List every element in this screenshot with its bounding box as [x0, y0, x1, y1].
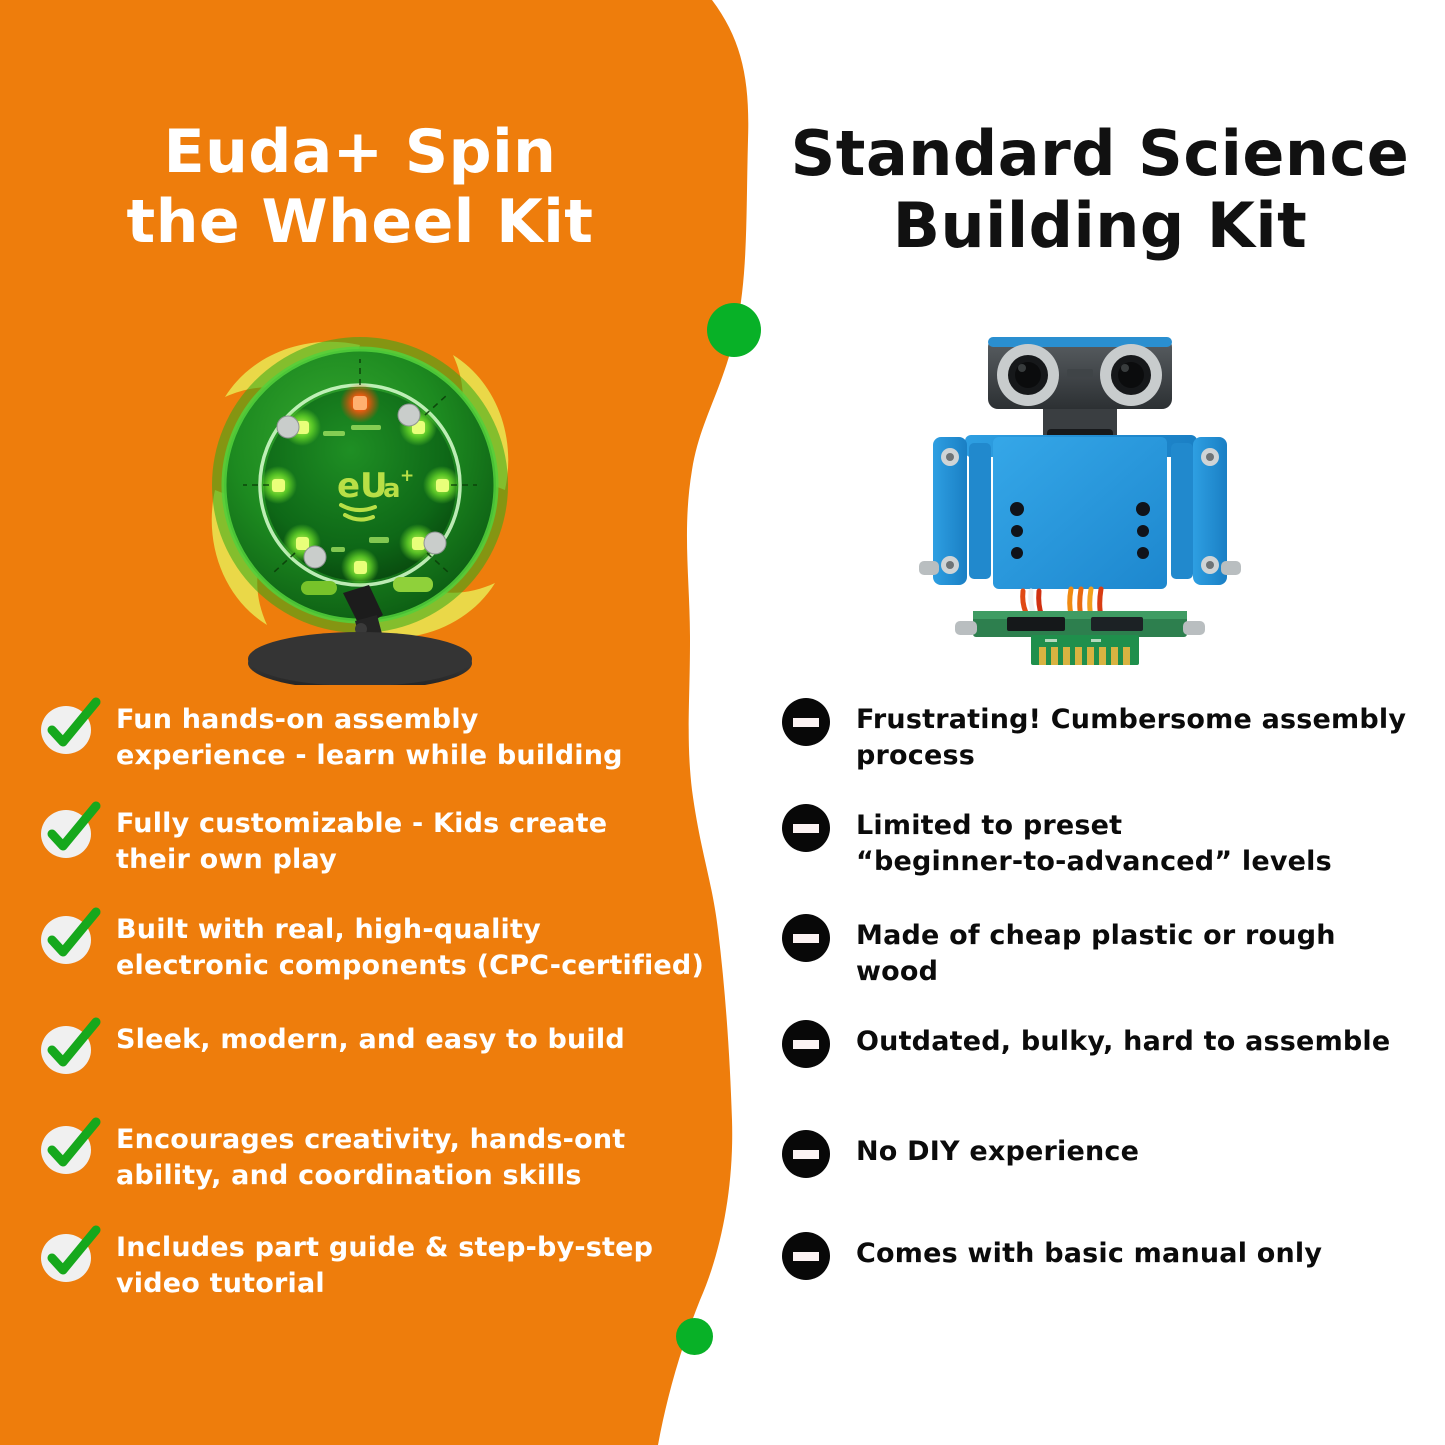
right-product-image: [895, 325, 1265, 675]
list-item-label: Comes with basic manual only: [856, 1236, 1422, 1272]
list-item-line: Frustrating! Cumbersome assembly: [856, 704, 1407, 735]
minus-circle-icon: [782, 1130, 830, 1178]
list-item: No DIY experience: [782, 1130, 1422, 1178]
minus-circle-icon: [782, 804, 830, 852]
left-title-line-2: the Wheel Kit: [126, 186, 594, 257]
list-item: Comes with basic manual only: [782, 1232, 1422, 1280]
list-item-label: Includes part guide & step-by-step video…: [116, 1230, 712, 1302]
list-item: Made of cheap plastic or rough wood: [782, 914, 1422, 990]
list-item: Limited to preset “beginner-to-advanced”…: [782, 804, 1422, 880]
list-item-line: Fully customizable - Kids create: [116, 808, 608, 839]
minus-circle-icon: [782, 1232, 830, 1280]
svg-text:a: a: [383, 474, 401, 504]
list-item-label: Built with real, high-quality electronic…: [116, 912, 712, 984]
right-title-line-2: Building Kit: [892, 188, 1308, 262]
list-item-line: Comes with basic manual only: [856, 1238, 1323, 1269]
right-product-title: Standard Science Building Kit: [760, 118, 1440, 262]
left-title-line-1: Euda+ Spin: [163, 117, 557, 187]
list-item-label: Encourages creativity, hands-ont ability…: [116, 1122, 712, 1194]
list-item-line: “beginner-to-advanced” levels: [856, 846, 1332, 878]
list-item-line: Limited to preset: [856, 810, 1123, 841]
minus-circle-icon: [782, 914, 830, 962]
right-title-line-1: Standard Science: [790, 117, 1410, 190]
check-circle-icon: [40, 1017, 101, 1076]
list-item-line: ability, and coordination skills: [116, 1160, 582, 1192]
list-item-line: Outdated, bulky, hard to assemble: [856, 1026, 1391, 1057]
list-item-line: Made of cheap plastic or rough wood: [856, 920, 1336, 988]
list-item-label: No DIY experience: [856, 1134, 1422, 1170]
green-accent-dot-bottom: [676, 1318, 713, 1355]
check-circle-icon: [40, 907, 101, 966]
left-product-image: eU a +: [155, 285, 565, 685]
list-item-line: Sleek, modern, and easy to build: [116, 1024, 625, 1055]
list-item: Built with real, high-quality electronic…: [40, 907, 712, 984]
list-item-line: Includes part guide & step-by-step: [116, 1232, 654, 1263]
list-item-label: Made of cheap plastic or rough wood: [856, 918, 1422, 990]
list-item-label: Fully customizable - Kids create their o…: [116, 806, 712, 878]
list-item: Encourages creativity, hands-ont ability…: [40, 1117, 712, 1194]
list-item-line: No DIY experience: [856, 1136, 1140, 1167]
list-item-label: Frustrating! Cumbersome assembly process: [856, 702, 1422, 774]
list-item-line: their own play: [116, 844, 337, 876]
list-item-line: process: [856, 740, 976, 772]
list-item: Frustrating! Cumbersome assembly process: [782, 698, 1422, 774]
list-item-line: Encourages creativity, hands-ont: [116, 1124, 626, 1155]
list-item-line: experience - learn while building: [116, 740, 623, 772]
check-circle-icon: [40, 1117, 101, 1176]
svg-text:+: +: [400, 466, 414, 486]
check-circle-icon: [40, 801, 101, 860]
list-item-label: Fun hands-on assembly experience - learn…: [116, 702, 712, 774]
list-item-line: electronic components (CPC-certified): [116, 950, 704, 982]
list-item: Outdated, bulky, hard to assemble: [782, 1020, 1422, 1068]
list-item-label: Limited to preset “beginner-to-advanced”…: [856, 808, 1422, 880]
list-item-line: Fun hands-on assembly: [116, 704, 479, 735]
green-accent-dot-top: [707, 303, 761, 357]
list-item: Fun hands-on assembly experience - learn…: [40, 697, 712, 774]
list-item: Includes part guide & step-by-step video…: [40, 1225, 712, 1302]
list-item-label: Sleek, modern, and easy to build: [116, 1022, 712, 1058]
check-circle-icon: [40, 697, 101, 756]
check-circle-icon: [40, 1225, 101, 1284]
list-item-line: video tutorial: [116, 1268, 325, 1300]
minus-circle-icon: [782, 698, 830, 746]
minus-circle-icon: [782, 1020, 830, 1068]
list-item: Fully customizable - Kids create their o…: [40, 801, 712, 878]
list-item-label: Outdated, bulky, hard to assemble: [856, 1024, 1422, 1060]
left-product-title: Euda+ Spin the Wheel Kit: [30, 117, 690, 257]
svg-text:eU: eU: [337, 466, 388, 506]
list-item: Sleek, modern, and easy to build: [40, 1017, 712, 1076]
list-item-line: Built with real, high-quality: [116, 914, 541, 945]
